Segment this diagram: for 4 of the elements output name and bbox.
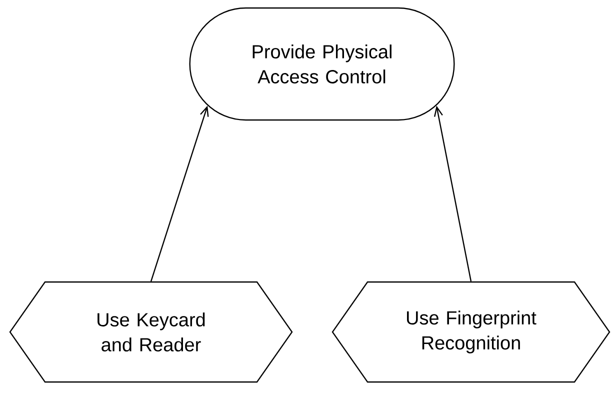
hexagon-box: Use Keycard and Reader	[9, 281, 293, 383]
arrow	[434, 106, 472, 282]
hexagon-box: Use Fingerprint Recognition	[332, 281, 610, 383]
arrow	[150, 106, 209, 282]
